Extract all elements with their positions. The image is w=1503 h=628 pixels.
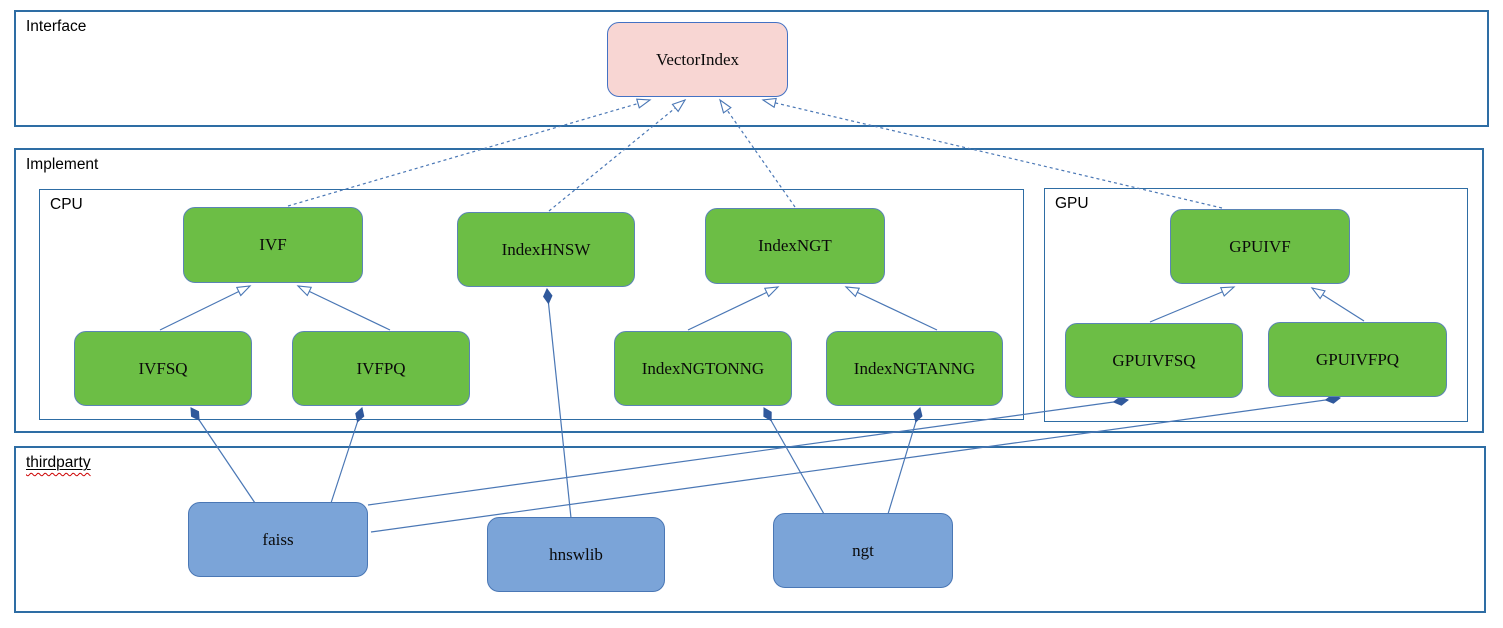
- node-faiss-label: faiss: [262, 529, 294, 549]
- node-gpuivfpq[interactable]: GPUIVFPQ: [1268, 322, 1447, 397]
- container-interface-label: Interface: [26, 18, 87, 35]
- node-indexngt[interactable]: IndexNGT: [705, 208, 885, 284]
- node-vectorindex[interactable]: VectorIndex: [607, 22, 788, 97]
- node-gpuivf[interactable]: GPUIVF: [1170, 209, 1350, 284]
- node-ngt-label: ngt: [852, 540, 874, 560]
- node-ivf[interactable]: IVF: [183, 207, 363, 283]
- node-indexhnsw[interactable]: IndexHNSW: [457, 212, 635, 287]
- node-hnswlib[interactable]: hnswlib: [487, 517, 665, 592]
- node-ivfsq-label: IVFSQ: [138, 358, 188, 378]
- node-ivfsq[interactable]: IVFSQ: [74, 331, 252, 406]
- node-gpuivfpq-label: GPUIVFPQ: [1315, 349, 1400, 369]
- node-indexngtonng-label: IndexNGTONNG: [641, 358, 765, 378]
- node-ivf-label: IVF: [259, 235, 287, 254]
- node-hnswlib-label: hnswlib: [549, 544, 603, 564]
- node-faiss[interactable]: faiss: [188, 502, 368, 577]
- node-gpuivf-label: GPUIVF: [1229, 236, 1291, 256]
- container-cpu-label: CPU: [50, 196, 83, 213]
- node-gpuivfsq[interactable]: GPUIVFSQ: [1065, 323, 1243, 398]
- node-indexngtanng[interactable]: IndexNGTANNG: [826, 331, 1003, 406]
- node-vectorindex-label: VectorIndex: [655, 49, 740, 69]
- spellcheck-squiggle: thirdparty: [26, 454, 91, 471]
- container-thirdparty-label: thirdparty: [26, 454, 91, 472]
- node-indexhnsw-label: IndexHNSW: [501, 239, 591, 259]
- node-gpuivfsq-label: GPUIVFSQ: [1112, 350, 1196, 370]
- node-indexngtonng[interactable]: IndexNGTONNG: [614, 331, 792, 406]
- node-indexngtanng-label: IndexNGTANNG: [853, 358, 976, 378]
- container-implement-label: Implement: [26, 156, 99, 173]
- node-indexngt-label: IndexNGT: [758, 236, 832, 255]
- node-ivfpq[interactable]: IVFPQ: [292, 331, 470, 406]
- container-gpu-label: GPU: [1055, 195, 1089, 212]
- node-ivfpq-label: IVFPQ: [356, 358, 406, 378]
- node-ngt[interactable]: ngt: [773, 513, 953, 588]
